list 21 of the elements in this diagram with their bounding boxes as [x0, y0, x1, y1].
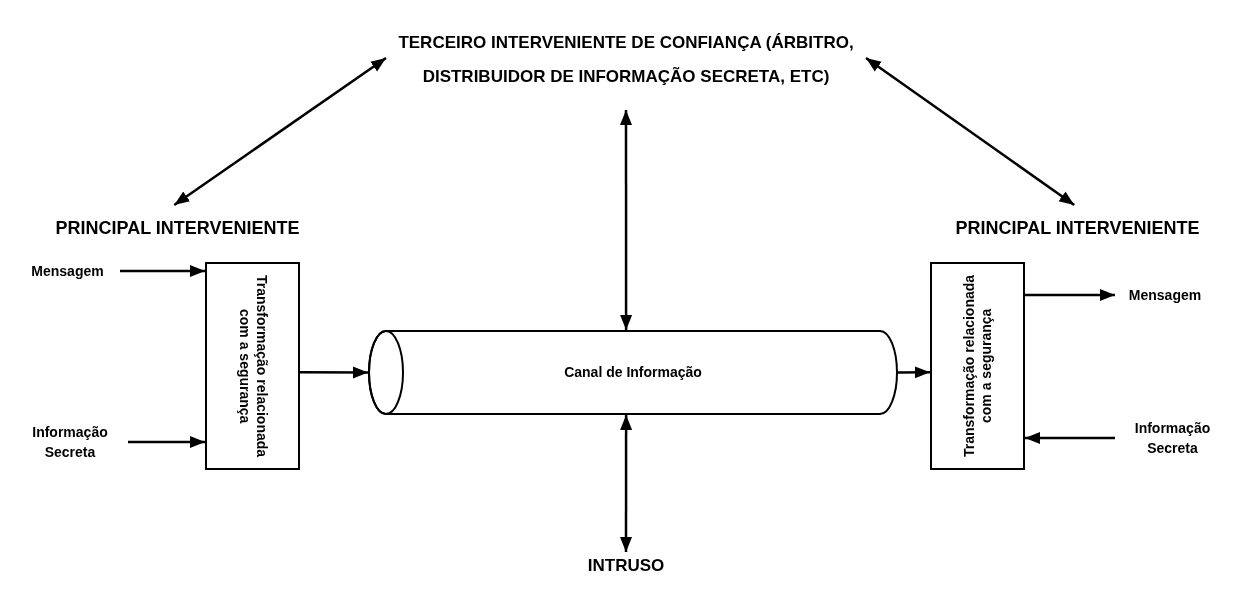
input-label: Mensagem [15, 258, 120, 284]
output-label: Mensagem [1115, 282, 1215, 308]
arrow [128, 435, 205, 448]
arrow [300, 366, 368, 379]
arrow [120, 264, 205, 277]
arrow [620, 415, 633, 552]
participant-label: PRINCIPAL INTERVENIENTE [915, 205, 1240, 250]
input-label: Informação Secreta [12, 420, 128, 464]
process-box: Transformação relacionada com a segurança [205, 262, 300, 470]
arrow [620, 110, 633, 330]
participant-label: INTRUSO [560, 552, 692, 580]
arrow [1025, 431, 1115, 444]
process-box: Transformação relacionada com a segurança [930, 262, 1025, 470]
channel-cylinder: Canal de Informação [368, 330, 898, 415]
participant-label: TERCEIRO INTERVENIENTE DE CONFIANÇA (ÁRBITRO, DISTRIBUIDOR DE INFORMAÇÃO SECRETA, ETC) [386, 10, 866, 110]
arrow [173, 56, 387, 207]
input-label: Informação Secreta [1115, 416, 1230, 460]
arrow [1025, 289, 1115, 301]
arrow [898, 366, 930, 379]
participant-label: PRINCIPAL INTERVENIENTE [15, 205, 340, 250]
arrow [865, 56, 1075, 207]
